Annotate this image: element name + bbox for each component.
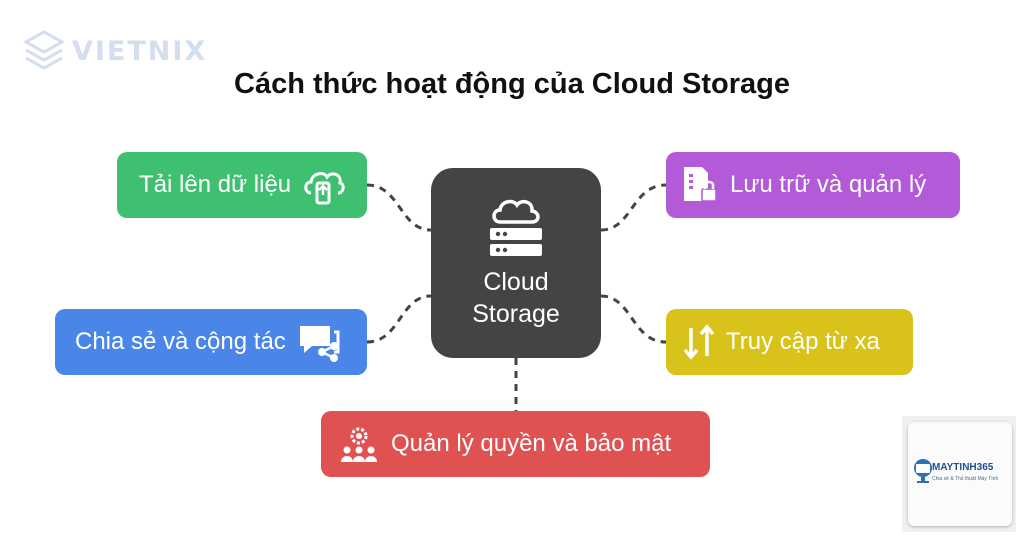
cloud-server-icon (490, 199, 542, 256)
node-upload-label: Tải lên dữ liệu (139, 171, 292, 198)
node-permission: Quản lý quyền và bảo mật (321, 411, 710, 477)
connector-remote (600, 294, 667, 344)
vietnix-logo-icon (22, 30, 66, 70)
computer-globe-icon (914, 459, 932, 483)
node-storage: Lưu trữ và quản lý (666, 152, 960, 218)
up-down-arrows-icon (683, 324, 715, 360)
diagram-title: Cách thức hoạt động của Cloud Storage (234, 68, 790, 100)
node-remote: Truy cập từ xa (666, 309, 913, 375)
node-share-label: Chia sẻ và cộng tác (75, 328, 286, 355)
node-share: Chia sẻ và cộng tác (55, 309, 367, 375)
cloud-upload-icon (304, 172, 345, 205)
center-node (431, 168, 601, 358)
connector-share (366, 294, 432, 344)
center-label-line2: Storage (472, 300, 560, 328)
center-label: Cloud Storage (431, 266, 601, 330)
badge-tagline: Chia sẻ & Thủ thuật Máy Tính (932, 476, 999, 482)
brand-name: VIETNIX (72, 36, 208, 67)
badge-name: MAYTINH365 (932, 462, 994, 473)
user-group-gear-icon (341, 427, 377, 462)
center-label-line1: Cloud (483, 268, 549, 296)
node-permission-label: Quản lý quyền và bảo mật (391, 430, 672, 457)
node-remote-label: Truy cập từ xa (726, 328, 880, 355)
connector-upload (366, 183, 432, 232)
connector-storage (600, 183, 667, 232)
node-upload: Tải lên dữ liệu (117, 152, 367, 218)
secure-file-icon (684, 167, 717, 202)
node-storage-label: Lưu trữ và quản lý (730, 171, 927, 198)
share-chat-icon (299, 326, 340, 362)
